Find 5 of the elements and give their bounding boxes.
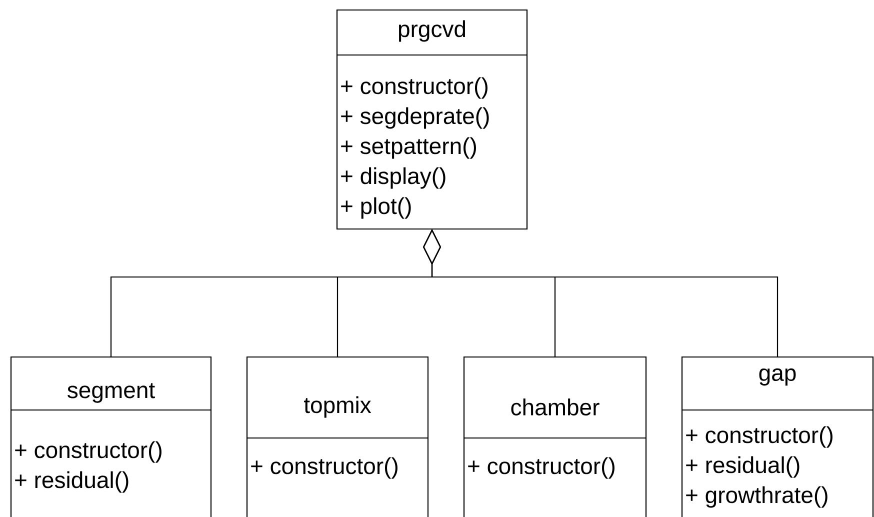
class-box: gap + constructor() + residual() + growthrate() bbox=[681, 356, 874, 517]
class-box: prgcvd + constructor() + segdeprate() + setpattern() + display() + plot() bbox=[336, 9, 528, 230]
class-box: chamber + constructor() bbox=[463, 356, 647, 517]
class-box: segment + constructor() + residual() bbox=[10, 356, 212, 517]
class-box: topmix + constructor() bbox=[246, 356, 429, 517]
